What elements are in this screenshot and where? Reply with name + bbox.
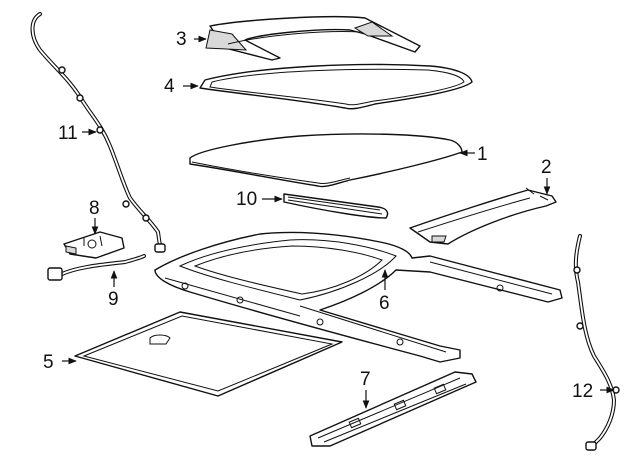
callout-3: 3	[176, 29, 187, 50]
callout-5: 5	[43, 352, 54, 373]
part-4-glass-seal	[199, 63, 473, 110]
callout-10: 10	[236, 189, 257, 210]
part-3-wind-deflector	[205, 16, 421, 61]
part-9-harness	[47, 254, 146, 281]
part-8-motor	[63, 231, 125, 259]
part-2-rear-rail	[409, 187, 557, 245]
part-1-glass-panel	[189, 133, 463, 188]
leader-lines	[62, 35, 615, 409]
callout-4: 4	[164, 76, 175, 97]
part-10-seal-strip	[283, 193, 389, 219]
callout-6: 6	[379, 293, 390, 314]
part-12-drain-hose	[573, 234, 620, 451]
callout-12: 12	[572, 381, 593, 402]
callout-8: 8	[89, 198, 100, 219]
callout-7: 7	[360, 369, 371, 390]
part-6-sunroof-frame	[154, 231, 563, 363]
part-11-drain-hose	[30, 12, 166, 253]
callout-1: 1	[477, 144, 488, 165]
callout-2: 2	[541, 157, 552, 178]
callout-11: 11	[58, 123, 78, 144]
callout-9: 9	[108, 289, 119, 310]
part-5-sunshade	[74, 311, 343, 397]
part-7-cross-member	[309, 371, 477, 447]
